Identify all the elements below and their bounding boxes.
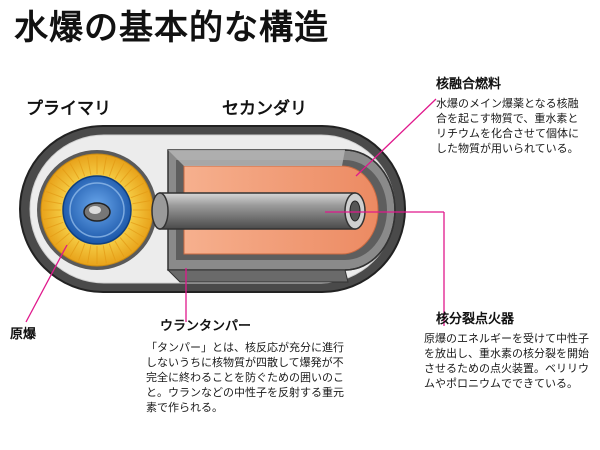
tamper-heading: ウランタンパー xyxy=(160,319,252,334)
secondary-label: セカンダリ xyxy=(222,99,307,119)
spark-plug-heading: 核分裂点火器 xyxy=(436,312,515,327)
leader-lines xyxy=(25,98,445,326)
explosive-lens-rays xyxy=(43,156,151,264)
primary-bomb-heading: 原爆 xyxy=(10,327,37,342)
fusion-fuel-description: 水爆のメイン爆薬となる核融合を起こす物質で、重水素とリチウムを化合させて個体にし… xyxy=(436,97,579,155)
fission-spark-plug xyxy=(151,192,366,230)
page-title: 水爆の基本的な構造 xyxy=(14,8,329,48)
tamper-description: 「タンパー」とは、核反応が充分に進行しないうちに核物質が四散して爆発が不完全に終… xyxy=(146,341,344,414)
fusion-fuel-heading: 核融合燃料 xyxy=(436,77,502,92)
primary-device xyxy=(37,150,157,270)
primary-label: プライマリ xyxy=(26,99,111,119)
spark-plug-description: 原爆のエネルギーを受けて中性子を放出し、重水素の核分裂を開始させるための点火装置… xyxy=(424,332,589,390)
